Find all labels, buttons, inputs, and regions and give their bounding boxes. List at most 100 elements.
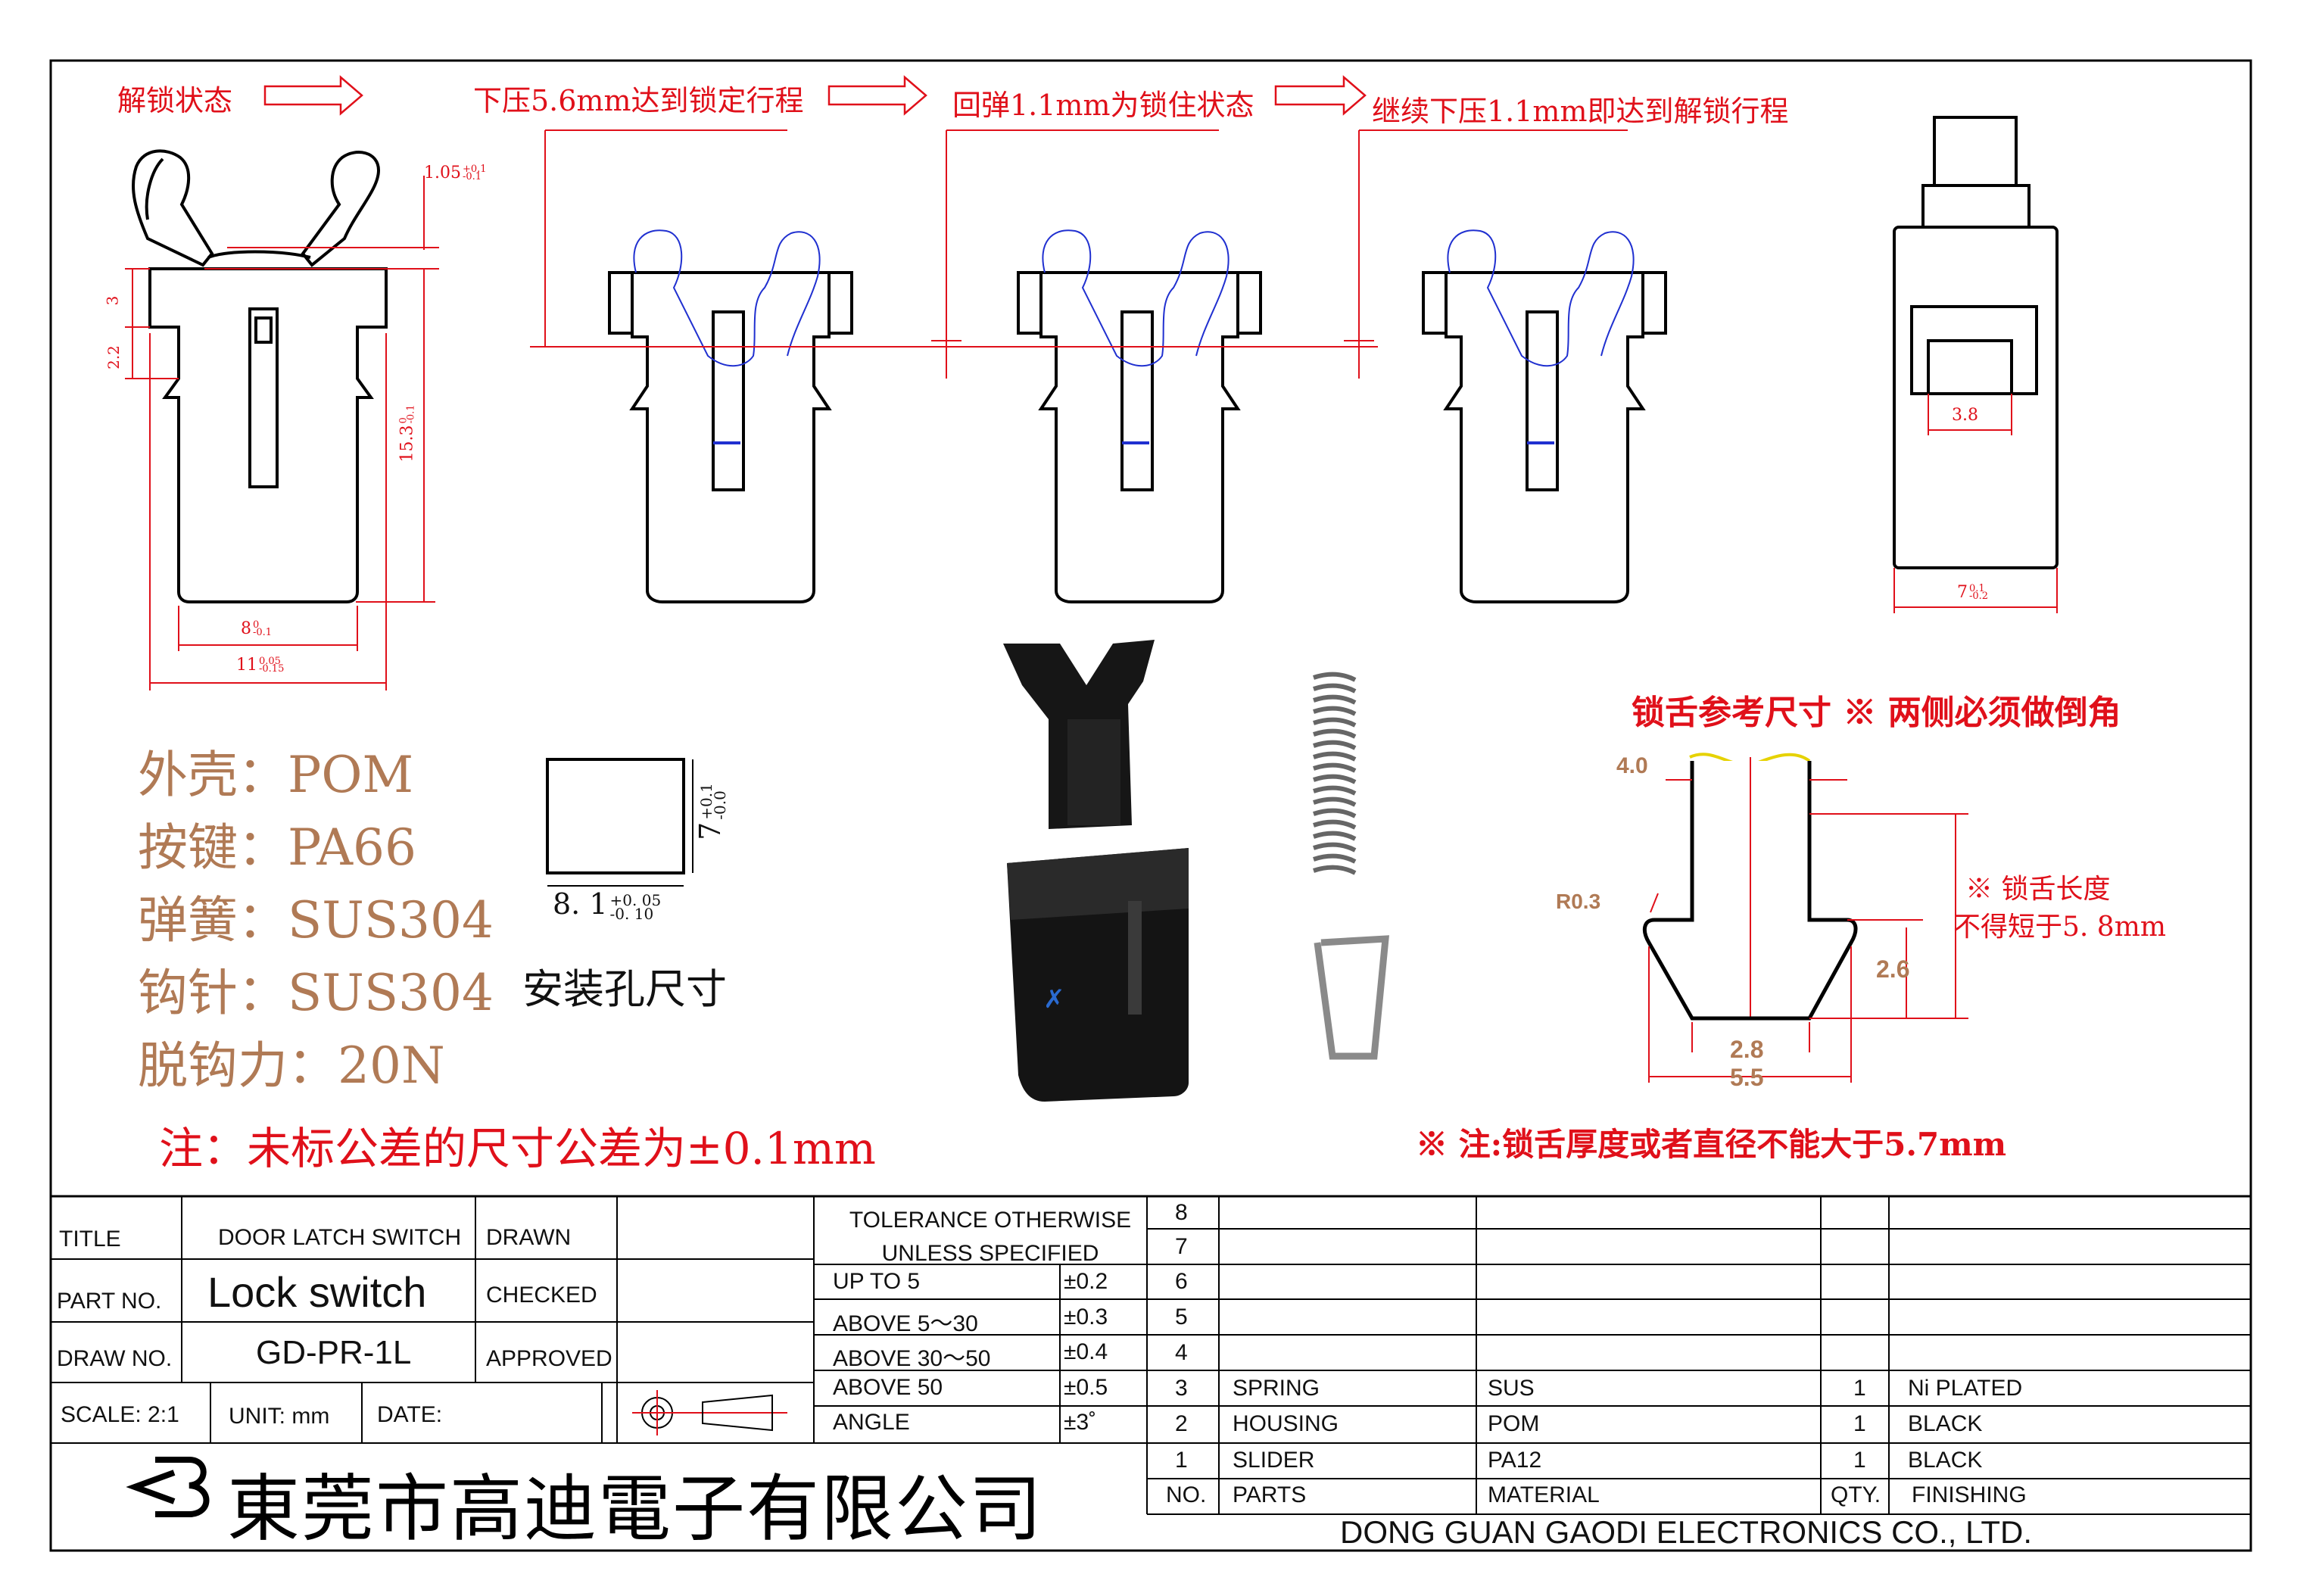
bom-header-qty: QTY. <box>1831 1482 1881 1507</box>
bom-part: HOUSING <box>1233 1411 1339 1436</box>
tb-date: DATE: <box>377 1402 443 1427</box>
dim-top-tol: 1.05+0.1-0.1 <box>424 164 487 182</box>
tol-value: ±0.4 <box>1064 1339 1108 1364</box>
bom-finish: BLACK <box>1908 1411 1983 1436</box>
bom-material: POM <box>1488 1411 1540 1436</box>
tb-title-label: TITLE <box>59 1227 121 1252</box>
tongue-length-note: ※ 锁舌长度 不得短于5. 8mm <box>1953 874 2166 943</box>
tol-value: ±0.5 <box>1064 1375 1108 1400</box>
product-photo-slider <box>1003 640 1155 829</box>
bom-header-part: PARTS <box>1233 1482 1307 1507</box>
tongue-total-width: 5.5 <box>1730 1064 1764 1091</box>
process-label-lock-stroke: 下压5.6mm达到锁定行程 <box>473 84 804 117</box>
bom-header-no: NO. <box>1166 1482 1207 1507</box>
tol-range: ABOVE 50 <box>833 1375 943 1400</box>
product-photo-housing <box>1007 848 1189 1102</box>
material-release-force: 脱钩力：20N <box>138 1036 445 1095</box>
tolerance-note: 注：未标公差的尺寸公差为±0.1mm <box>159 1123 876 1174</box>
material-housing: 外壳：POM <box>138 746 414 804</box>
bom-qty: 1 <box>1853 1411 1866 1436</box>
product-photo-hook-pin <box>1314 935 1389 1060</box>
tongue-title: 锁舌参考尺寸 ※ 两侧必须做倒角 <box>1632 694 2121 732</box>
bom-no: 1 <box>1175 1448 1188 1473</box>
tol-range: ABOVE 30～50 <box>833 1346 991 1371</box>
tb-scale: SCALE: 2:1 <box>61 1402 179 1427</box>
tongue-drawing <box>1642 753 1858 1021</box>
state-views <box>608 271 1667 603</box>
tongue-top-width: 4.0 <box>1616 753 1648 778</box>
tb-draw-no-label: DRAW NO. <box>57 1346 173 1371</box>
bom-material: SUS <box>1488 1376 1535 1401</box>
dim-2-2: 2.2 <box>104 345 123 369</box>
tol-range: ANGLE <box>833 1410 910 1435</box>
tongue-bottom-width: 2.8 <box>1730 1036 1764 1063</box>
bom-header-finish: FINISHING <box>1912 1482 2027 1507</box>
dim-3: 3 <box>103 295 122 306</box>
tongue-radius: R0.3 <box>1556 890 1601 913</box>
bom-qty: 1 <box>1853 1448 1866 1473</box>
tongue-step-height: 2.6 <box>1876 955 1910 983</box>
tol-range: UP TO 5 <box>833 1269 921 1294</box>
bom-no: 3 <box>1175 1376 1188 1401</box>
tb-draw-no-value: GD-PR-1L <box>256 1334 412 1371</box>
tb-part-no-value: Lock switch <box>207 1268 427 1316</box>
material-spring: 弹簧：SUS304 <box>138 891 494 949</box>
tol-range: ABOVE 5～30 <box>833 1311 978 1336</box>
sheet-border <box>49 59 2252 1552</box>
materials-list: 外壳：POM 按键：PA66 弹簧：SUS304 钩针：SUS304 脱钩力：2… <box>138 734 494 1098</box>
product-photo-spring <box>1313 672 1357 875</box>
thickness-note: ※ 注:锁舌厚度或者直径不能大于5.7mm <box>1416 1126 2007 1163</box>
side-view-dimensions <box>1893 394 2058 613</box>
process-label-unlock-stroke: 继续下压1.1mm即达到解锁行程 <box>1372 95 1789 128</box>
install-hole-height: 7+0.1-0.0 <box>693 783 729 840</box>
install-hole-width: 8. 1+0. 05-0. 10 <box>553 887 662 923</box>
bom-header-material: MATERIAL <box>1488 1482 1600 1507</box>
bom-no: 4 <box>1175 1340 1188 1365</box>
left-view-latch <box>131 149 388 603</box>
product-logo-mark: ✗ <box>1043 984 1065 1015</box>
tol-value: ±0.3 <box>1064 1305 1108 1329</box>
tol-value: ±0.2 <box>1064 1269 1108 1294</box>
dim-side-inner: 3.8 <box>1952 406 1978 425</box>
company-name-en: DONG GUAN GAODI ELECTRONICS CO., LTD. <box>1340 1514 2032 1550</box>
company-name-cn: 東莞市高迪電子有限公司 <box>227 1467 1043 1551</box>
button-ghost-outlines <box>633 229 1635 444</box>
process-label-unlocked: 解锁状态 <box>117 84 233 117</box>
tb-tolerance-header: TOLERANCE OTHERWISE UNLESS SPECIFIED <box>849 1208 1132 1266</box>
title-block-grid <box>51 1195 2251 1515</box>
tol-value: ±3˚ <box>1064 1410 1097 1435</box>
install-hole <box>546 758 693 887</box>
bom-part: SLIDER <box>1233 1448 1315 1473</box>
tb-approved-label: APPROVED <box>486 1346 612 1371</box>
left-view-dimensions <box>125 176 439 690</box>
material-button: 按键：PA66 <box>138 818 416 877</box>
process-arrows <box>263 75 1367 116</box>
bom-material: PA12 <box>1488 1448 1542 1473</box>
bom-no: 5 <box>1175 1305 1188 1329</box>
bom-qty: 1 <box>1853 1376 1866 1401</box>
dim-height: 15.30-0.1 <box>397 404 417 463</box>
tb-part-no-label: PART NO. <box>57 1289 162 1314</box>
tongue-dimensions <box>1648 779 1968 1083</box>
stroke-dimension-lines <box>530 129 1628 379</box>
tb-drawn-label: DRAWN <box>486 1225 572 1250</box>
bom-finish: BLACK <box>1908 1448 1983 1473</box>
bom-no: 7 <box>1175 1234 1188 1259</box>
bom-finish: Ni PLATED <box>1908 1376 2023 1401</box>
process-label-locked: 回弹1.1mm为锁住状态 <box>952 89 1254 122</box>
bom-no: 2 <box>1175 1411 1188 1436</box>
tb-checked-label: CHECKED <box>486 1283 597 1308</box>
company-logo <box>126 1457 210 1517</box>
bom-part: SPRING <box>1233 1376 1320 1401</box>
bom-no: 6 <box>1175 1269 1188 1294</box>
side-view <box>1893 116 2059 569</box>
tb-title-value: DOOR LATCH SWITCH <box>218 1225 462 1250</box>
tb-unit: UNIT: mm <box>229 1404 330 1429</box>
projection-symbol <box>632 1390 787 1435</box>
install-hole-caption: 安装孔尺寸 <box>522 965 727 1013</box>
material-hook: 钩针：SUS304 <box>138 964 494 1022</box>
